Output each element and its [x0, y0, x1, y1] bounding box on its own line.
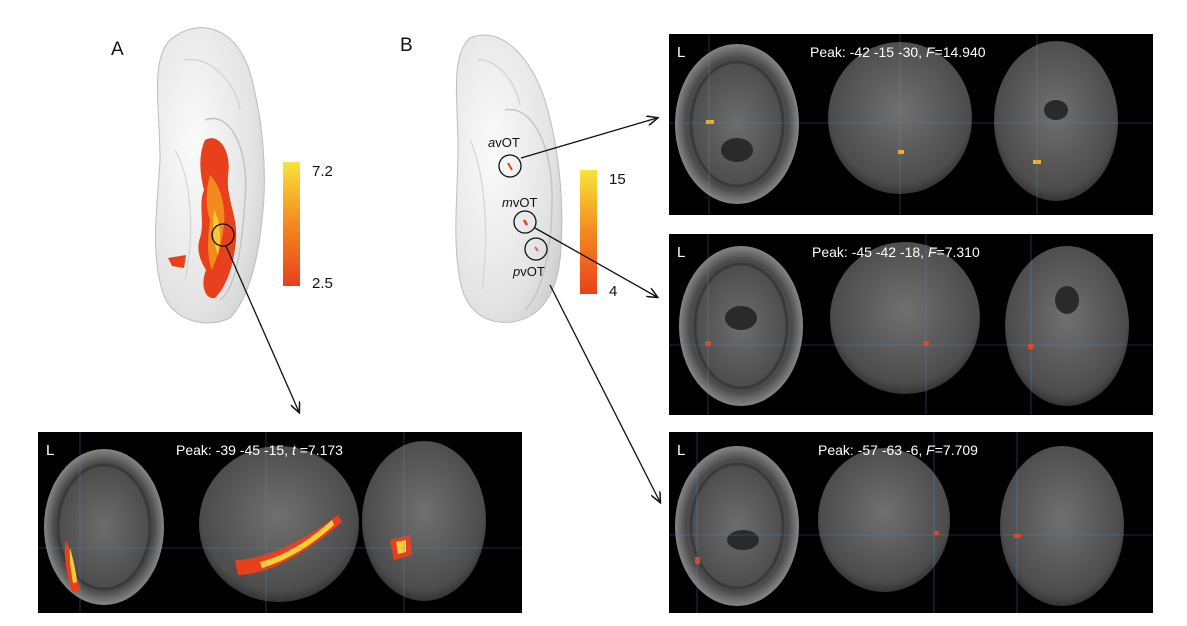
- coronal-slice-avot: [994, 41, 1118, 201]
- roi-circle-avot: [498, 154, 522, 178]
- peak-text-mvot: Peak: -45 -42 -18, F=7.310: [812, 244, 980, 260]
- colorbar-a-min: 2.5: [312, 275, 333, 292]
- axial-slice-a: [44, 449, 164, 605]
- slice-panel-avot: L Peak: -42 -15 -30, F=14.940: [669, 34, 1153, 215]
- arrow-pvot: [549, 284, 660, 502]
- arrow-avot: [520, 118, 657, 159]
- side-label-avot: L: [677, 44, 685, 61]
- roi-label-pvot: pvOT: [512, 264, 545, 279]
- roi-circle-a: [211, 223, 235, 247]
- brain-surface-b: [455, 34, 563, 323]
- peak-text-avot: Peak: -42 -15 -30, F=14.940: [810, 44, 986, 60]
- slice-panel-a-peak: L Peak: -39 -45 -15, t =7.173: [38, 432, 522, 613]
- slice-panel-mvot: L Peak: -45 -42 -18, F=7.310: [669, 234, 1153, 415]
- colorbar-a: 7.2 2.5: [283, 162, 333, 292]
- panel-b: B avOT mvOT pvOT 15 4: [400, 34, 660, 502]
- axial-slice-pvot: [675, 446, 799, 606]
- colorbar-b-gradient: [580, 170, 597, 294]
- slice-panel-pvot: L Peak: -57 -63 -6, F=7.709: [669, 432, 1153, 613]
- roi-label-avot: avOT: [488, 135, 520, 150]
- panel-a-letter: A: [111, 39, 124, 60]
- roi-pvot: pvOT: [512, 237, 548, 279]
- colorbar-b-min: 4: [609, 283, 617, 300]
- colorbar-b: 15 4: [580, 170, 626, 300]
- axial-slice-avot: [675, 44, 799, 204]
- roi-mvot: mvOT: [502, 195, 537, 234]
- colorbar-a-max: 7.2: [312, 163, 333, 180]
- peak-text-pvot: Peak: -57 -63 -6, F=7.709: [818, 442, 978, 458]
- side-label-pvot: L: [677, 442, 685, 459]
- sagittal-slice-pvot: [818, 448, 950, 592]
- side-label-a: L: [46, 442, 54, 459]
- coronal-slice-a: [362, 441, 486, 601]
- coronal-slice-pvot: [1000, 446, 1124, 606]
- arrow-a-to-slices: [225, 245, 299, 412]
- side-label-mvot: L: [677, 244, 685, 261]
- roi-circle-pvot: [524, 237, 548, 261]
- panel-a: A 7.2 2.5: [111, 27, 333, 412]
- arrow-mvot: [534, 227, 657, 297]
- colorbar-a-gradient: [283, 162, 300, 286]
- sagittal-slice-mvot: [830, 242, 980, 394]
- activation-cluster-a: [168, 138, 237, 299]
- peak-text-a: Peak: -39 -45 -15, t =7.173: [176, 442, 343, 458]
- colorbar-b-max: 15: [609, 171, 626, 188]
- coronal-slice-mvot: [1005, 246, 1129, 406]
- roi-circle-mvot: [513, 210, 537, 234]
- panel-b-letter: B: [400, 35, 413, 56]
- roi-label-mvot: mvOT: [502, 195, 537, 210]
- roi-avot: avOT: [488, 135, 522, 178]
